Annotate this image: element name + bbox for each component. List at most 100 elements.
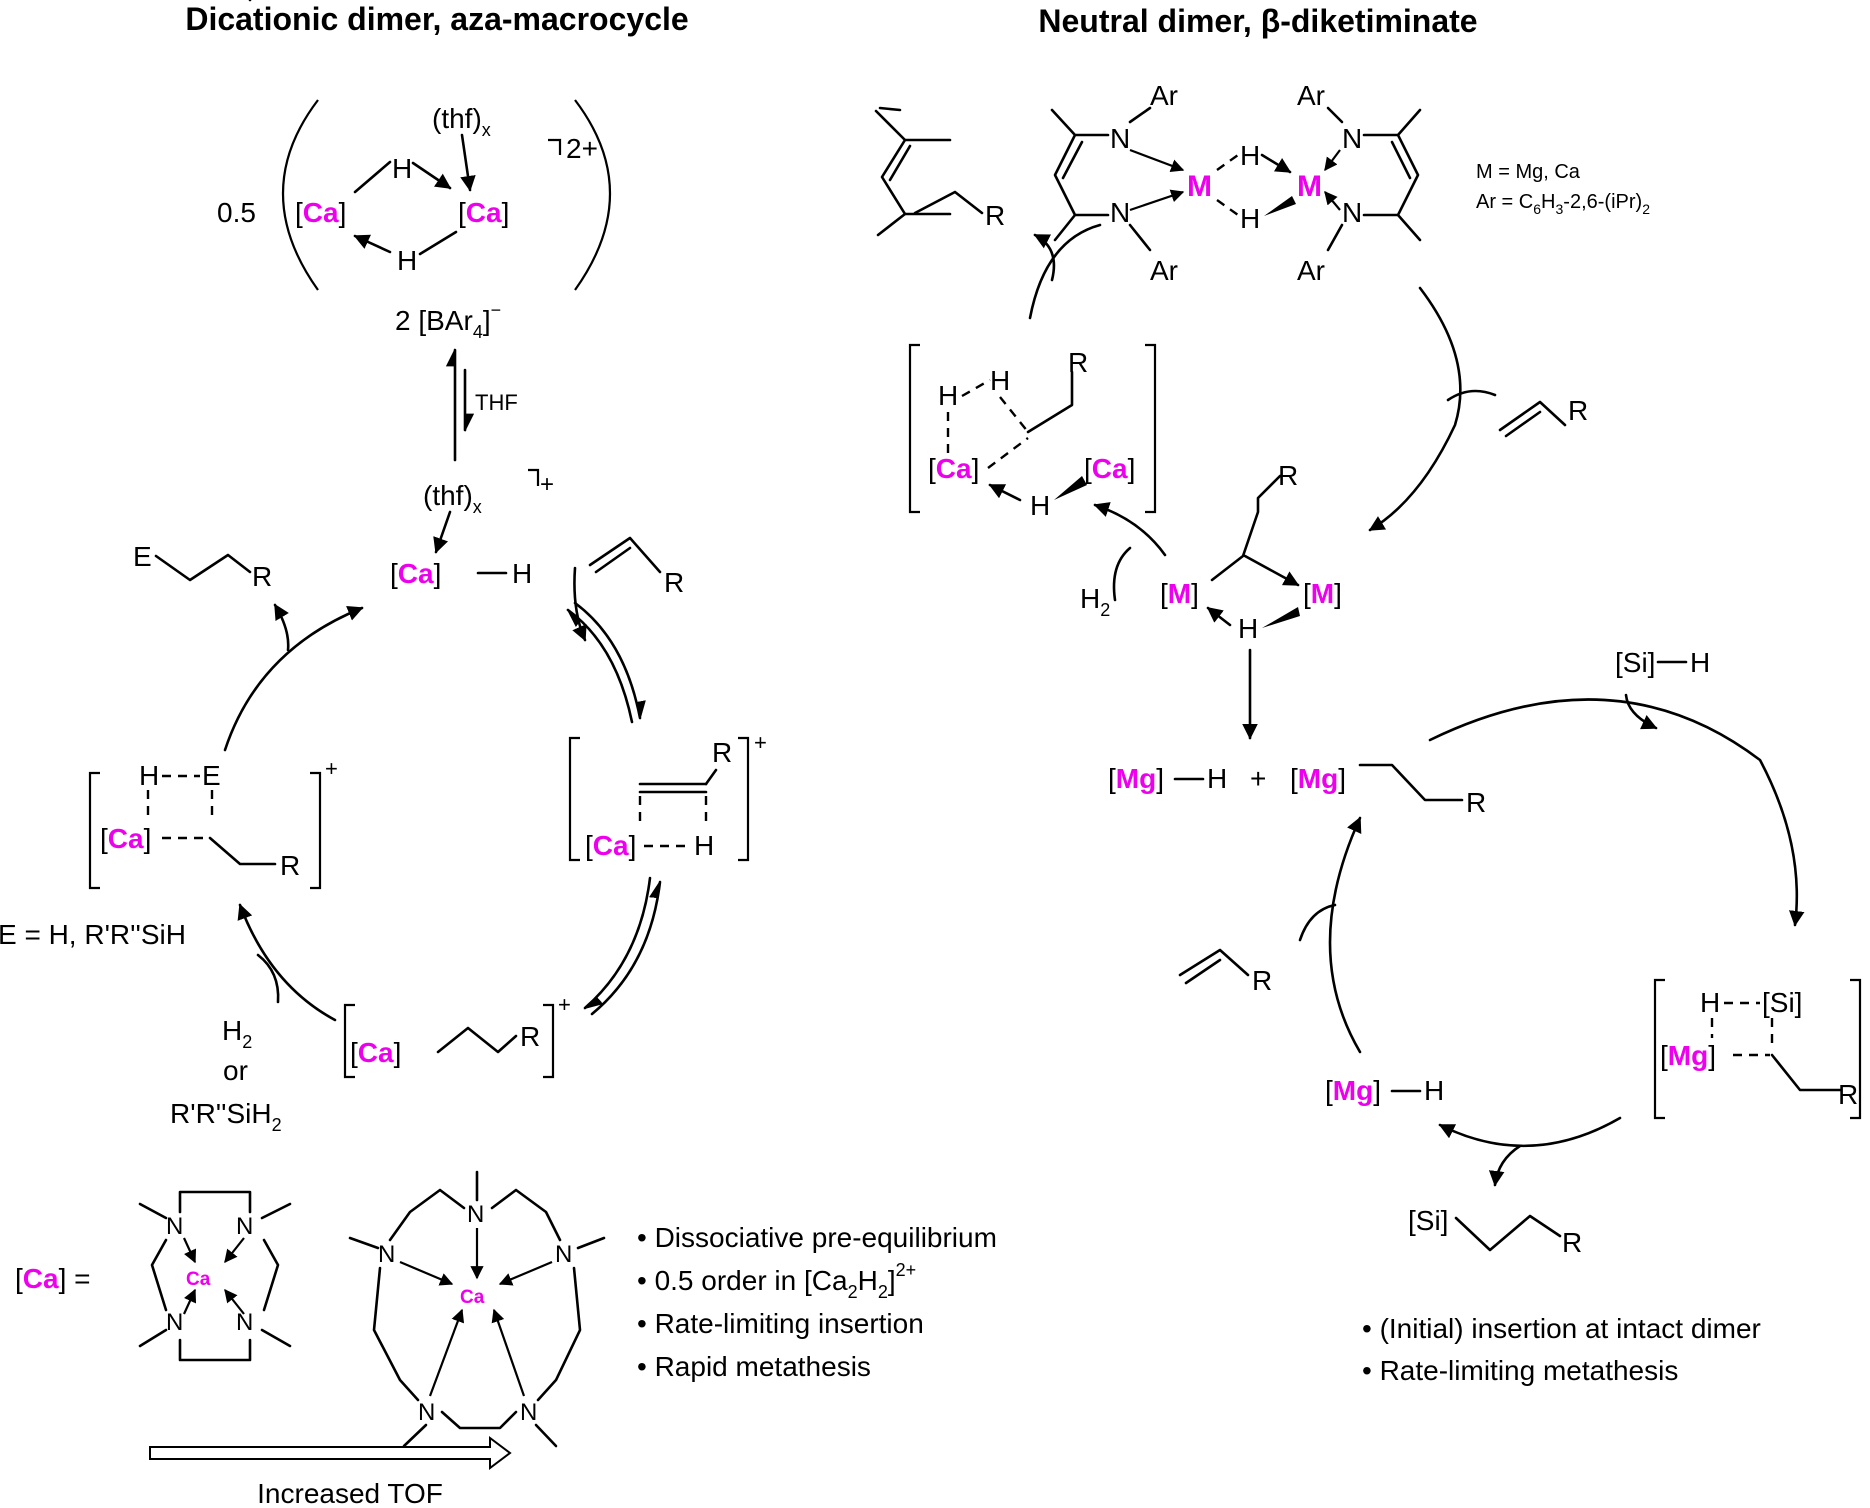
right-notes: • (Initial) insertion at intact dimer • … [1362,1313,1761,1386]
svg-text:N: N [1342,123,1362,154]
svg-text:+: + [325,756,338,781]
svg-text:[Ca] =: [Ca] = [15,1263,91,1294]
svg-text:N: N [166,1213,183,1240]
ca-label-ts-right-2: Ca [1092,453,1128,484]
alkane-product-right: R [913,190,1005,231]
alkyl-bridged-dimer: [M] [M] R H H2 [1080,460,1342,644]
ca-label-hydride: Ca [398,558,434,589]
ca-small-2: Ca [460,1287,485,1308]
e-definition: E = H, R'R''SiH [0,919,186,950]
m-label-4: M [1311,578,1334,609]
ca-label-1: Ca [303,197,339,228]
svg-text:N: N [1110,123,1130,154]
note-right-2: • Rate-limiting metathesis [1362,1355,1678,1386]
svg-text:[Si]: [Si] [1615,647,1655,678]
mg-label-2: Mg [1298,763,1338,794]
calcium-alkyl-left: + [Ca] R [343,992,571,1079]
svg-text:Ar: Ar [1150,80,1178,111]
svg-text:H2: H2 [222,1015,252,1052]
tof-arrow: Increased TOF [149,1436,512,1508]
tof-label: Increased TOF [257,1478,443,1508]
note-left-4: • Rapid metathesis [637,1351,871,1382]
left-reagents: H2 or R'R''SiH2 [170,1015,282,1135]
svg-text:(thf)x: (thf)x [423,480,482,517]
tetraaza-macrocycle: N N N N Ca [138,1190,292,1362]
bdi-dimer: N N Ar Ar M H H M N N Ar Ar [248,0,1422,286]
m-definition: M = Mg, Ca [1476,161,1581,183]
svg-text:R: R [280,850,300,881]
mg-label-ts: Mg [1668,1040,1708,1071]
svg-text:+: + [540,471,554,498]
ca-label-def: Ca [23,1263,59,1294]
svg-text:N: N [418,1399,435,1426]
svg-text:R: R [1562,1227,1582,1258]
note-left-3: • Rate-limiting insertion [637,1308,924,1339]
silane-reagent: [Si] H [1615,647,1710,678]
svg-text:Ar: Ar [1297,80,1325,111]
svg-text:H: H [1700,987,1720,1018]
note-left-1: • Dissociative pre-equilibrium [637,1222,997,1253]
m-label-1: M [1187,170,1212,203]
svg-text:N: N [1342,197,1362,228]
svg-text:[M]: [M] [1160,578,1199,609]
svg-text:H: H [1424,1075,1444,1106]
svg-text:N: N [1110,197,1130,228]
svg-text:E: E [133,541,152,572]
svg-text:H: H [1240,140,1260,171]
ar-definition: Ar = C6H3-2,6-(iPr)2 [1476,191,1650,217]
bridging-h-bottom: H [397,245,417,276]
right-cycle-arrows [1028,223,1805,1187]
left-cycle-arrows [223,566,662,1022]
svg-text:R: R [1838,1079,1858,1110]
svg-text:H: H [139,760,159,791]
svg-text:H: H [990,365,1010,396]
alkene-right-lower: R [1178,948,1272,996]
note-left-2: • 0.5 order in [Ca2H2]2+ [637,1260,916,1302]
dicationic-dimer: 0.5 [Ca] [Ca] H H (thf)x 2+ 2 [BAr4]− [217,99,611,342]
svg-text:or: or [223,1055,248,1086]
thf-label: THF [475,390,518,415]
svg-text:[M]: [M] [1303,578,1342,609]
si-mg-metathesis-ts: H [Si] [Mg] R [1653,978,1862,1120]
svg-text:+: + [558,992,571,1017]
dimer-charge: 2+ [566,133,598,164]
svg-text:[Si]: [Si] [1762,987,1802,1018]
mg-label-1: Mg [1116,763,1156,794]
svg-text:(thf)x: (thf)x [432,103,491,140]
svg-text:R: R [1466,787,1486,818]
svg-text:[Ca]: [Ca] [928,453,979,484]
svg-text:H: H [1030,490,1050,521]
svg-text:[Ca]: [Ca] [350,1037,401,1068]
ca-label-ts-right: Ca [936,453,972,484]
svg-text:2 [BAr4]−: 2 [BAr4]− [395,300,501,342]
svg-text:H: H [1238,613,1258,644]
ca-label-alkyl: Ca [358,1037,394,1068]
mg-products: [Mg] H + [Mg] R [1108,763,1486,818]
svg-text:R: R [664,567,684,598]
svg-text:R: R [712,737,732,768]
cationic-ca-hydride: (thf)x + [Ca] H [390,468,554,589]
ca-label-meta: Ca [108,823,144,854]
ca-label-ts: Ca [593,830,629,861]
mg-hydride-lower: [Mg] H [1325,1075,1444,1106]
svg-text:R: R [1068,347,1088,378]
svg-text:[Si]: [Si] [1408,1205,1448,1236]
m-label-2: M [1297,170,1322,203]
svg-text:N: N [378,1241,395,1268]
insertion-transition-state: + R [Ca] H [568,730,767,862]
alkene-right-upper: R [1498,395,1588,438]
svg-text:N: N [236,1213,253,1240]
svg-text:Ar: Ar [1297,255,1325,286]
svg-text:N: N [520,1399,537,1426]
svg-text:R: R [1252,965,1272,996]
hydrofunctionalised-product-left: E R [133,541,272,592]
svg-text:R: R [520,1021,540,1052]
svg-text:[Mg]: [Mg] [1325,1075,1381,1106]
svg-text:[Ca]: [Ca] [295,197,346,228]
svg-text:N: N [555,1241,572,1268]
svg-text:[Mg]: [Mg] [1660,1040,1716,1071]
svg-text:+: + [1250,763,1266,794]
ca-small-1: Ca [186,1269,211,1290]
metathesis-transition-state: + H E [Ca] R [88,756,338,890]
